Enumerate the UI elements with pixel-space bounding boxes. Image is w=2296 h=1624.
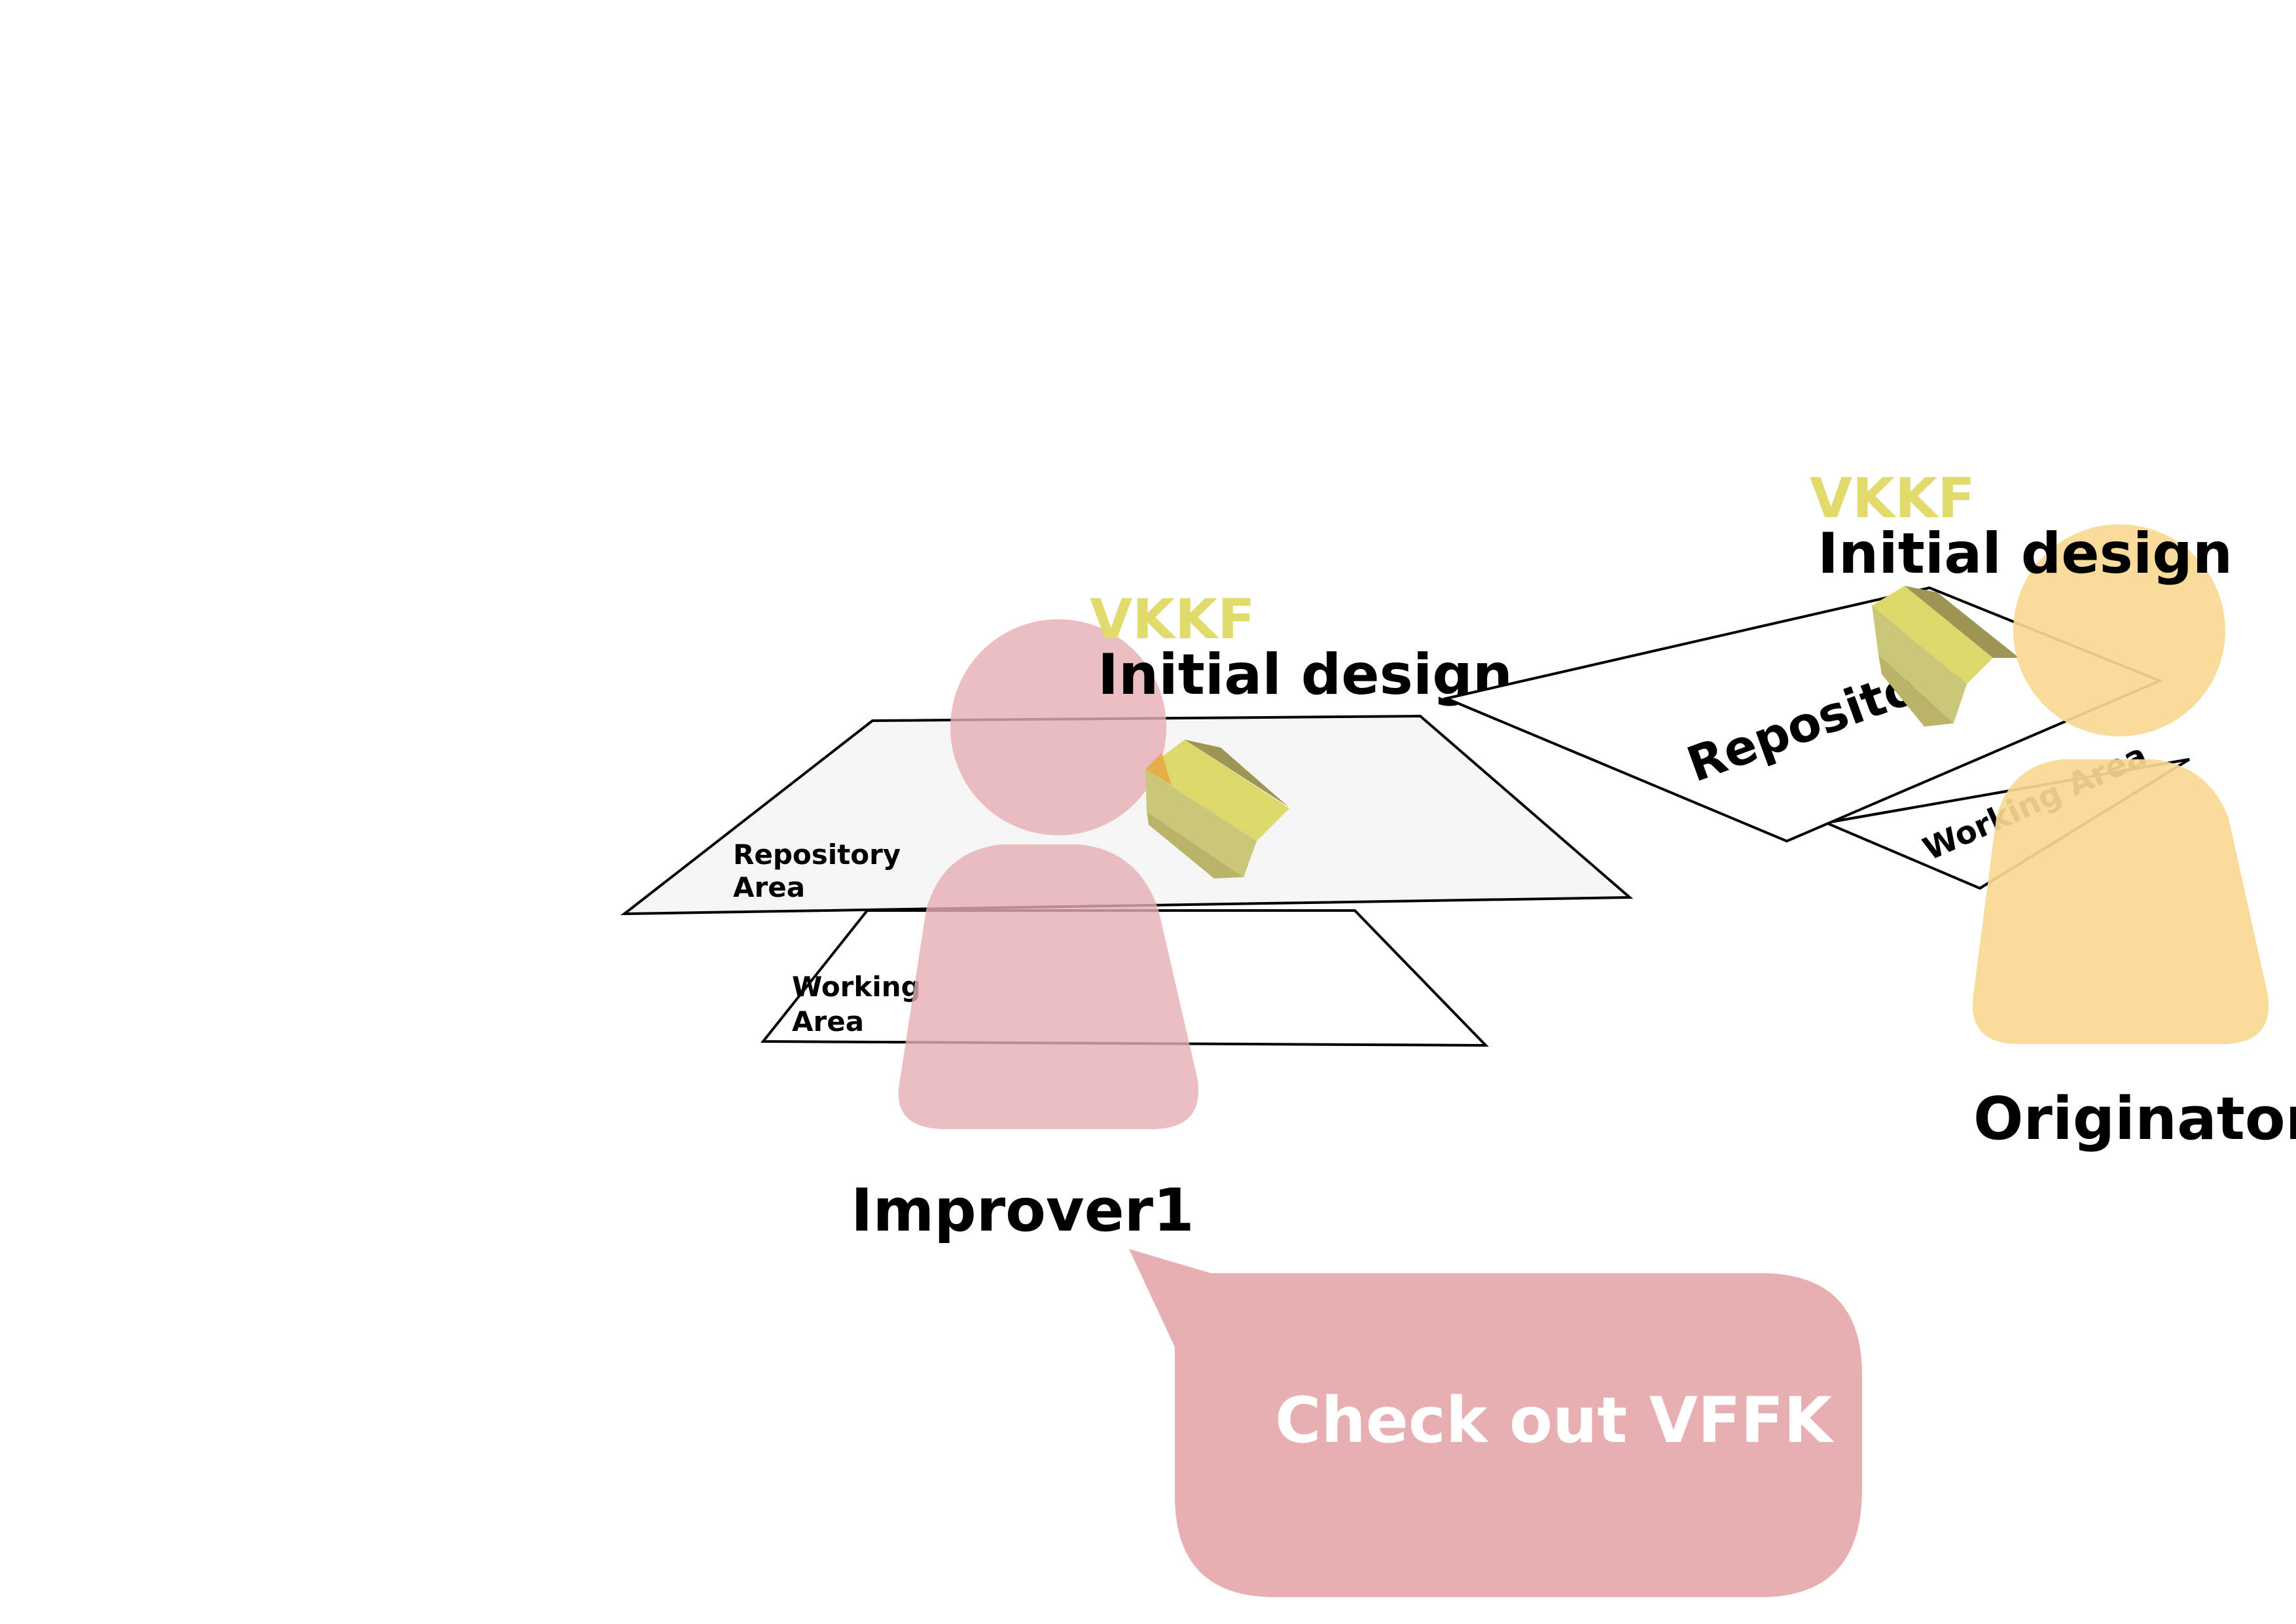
improver-working-label-line1: Working: [792, 971, 921, 1003]
improver-person-icon: [898, 619, 1199, 1129]
improver-file-code: VKKF: [1090, 587, 1255, 651]
speech-bubble-shape: [1129, 1249, 1862, 1597]
improver-repository-label-line1: Repository: [733, 839, 901, 871]
speech-bubble-text: Check out VFFK: [1275, 1384, 1835, 1457]
originator-workspace: Repository Working Area VKKF Initial des…: [1442, 466, 2296, 1153]
improver-head: [950, 619, 1166, 835]
originator-folded-package-icon: [1872, 586, 2019, 727]
speech-bubble: Check out VFFK: [1129, 1249, 1862, 1597]
originator-body: [1972, 759, 2269, 1044]
improver-working-label-line2: Area: [792, 1005, 864, 1038]
originator-person-icon: [1972, 524, 2269, 1044]
originator-name: Originator: [1973, 1085, 2296, 1153]
improver-folded-package-icon: [1145, 740, 1289, 878]
improver-file-title: Initial design: [1098, 642, 1513, 708]
improver-body: [898, 844, 1199, 1129]
improver-workspace: Repository Area Working Area VKKF Initia…: [620, 587, 1634, 1245]
improver-repository-label-line2: Area: [733, 871, 805, 903]
originator-file-code: VKKF: [1810, 466, 1975, 530]
originator-file-title: Initial design: [1818, 521, 2233, 586]
improver-name: Improver1: [851, 1176, 1194, 1245]
improver-repository-area-plane: [620, 714, 1634, 916]
originator-head: [2013, 524, 2225, 736]
